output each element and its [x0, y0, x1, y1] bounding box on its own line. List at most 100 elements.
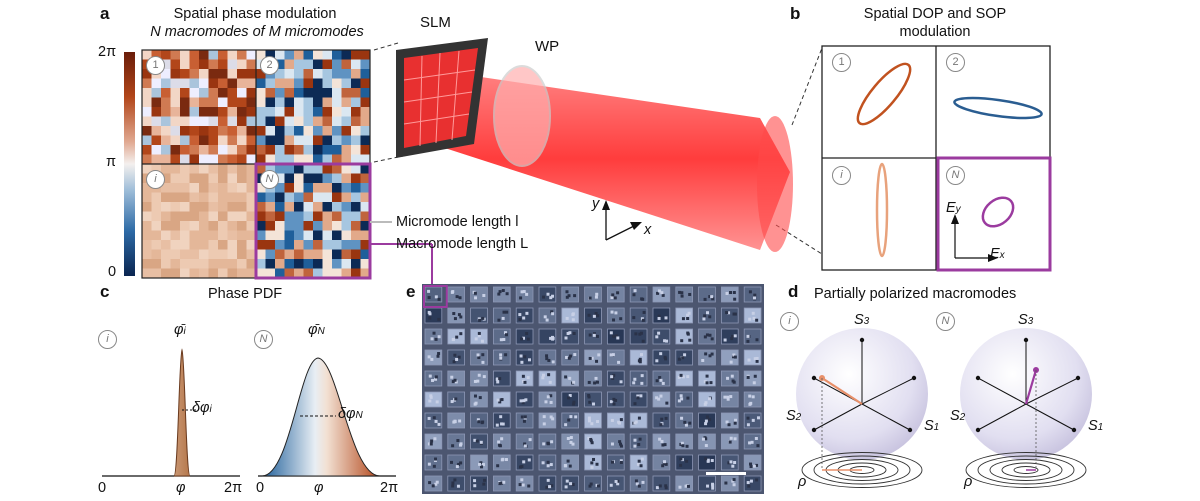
phase-cell	[199, 116, 209, 127]
phase-cell	[208, 173, 219, 184]
phase-cell	[151, 202, 162, 212]
phase-cell	[332, 249, 342, 260]
phase-cell	[246, 69, 257, 79]
phase-cell	[256, 135, 266, 146]
phase-cell	[161, 183, 171, 193]
phase-cell	[189, 202, 200, 212]
phase-cell	[208, 116, 219, 127]
phase-cell	[322, 230, 333, 241]
phase-cell	[161, 135, 171, 146]
phase-cell	[351, 78, 361, 89]
phase-cell	[332, 50, 342, 60]
phase-cell	[161, 97, 171, 108]
phase-cell	[218, 164, 228, 174]
s1-label-right: S1	[1088, 418, 1104, 434]
phase-cell	[275, 154, 285, 165]
slm-label: SLM	[420, 14, 451, 31]
phase-cell	[341, 259, 352, 269]
phase-cell	[313, 230, 323, 241]
phase-cell	[142, 50, 152, 60]
phase-cell	[227, 221, 238, 231]
phase-cell	[170, 221, 181, 231]
phase-cell	[208, 88, 219, 98]
phase-cell	[170, 88, 181, 98]
panel-d-label: d	[788, 282, 799, 301]
phase-cell	[303, 249, 314, 260]
phase-cell	[351, 126, 361, 136]
phase-cell	[208, 221, 219, 231]
phase-cell	[303, 88, 314, 98]
phase-cell	[332, 154, 342, 165]
phase-cell	[332, 240, 342, 250]
pdf-x-zero-right: 0	[256, 480, 265, 496]
micro-tile	[424, 454, 443, 471]
phase-cell	[360, 78, 371, 89]
phase-cell	[189, 259, 200, 269]
phase-cell	[360, 259, 371, 269]
wp-label: WP	[535, 38, 560, 55]
phase-cell	[313, 135, 323, 146]
phase-cell	[208, 202, 219, 212]
phase-cell	[341, 88, 352, 98]
phase-cell	[199, 107, 209, 117]
phase-cell	[265, 116, 276, 127]
phase-cell	[142, 135, 152, 146]
phase-cell	[199, 240, 209, 250]
phase-cell	[284, 268, 295, 279]
phase-cell	[180, 259, 190, 269]
phase-cell	[208, 107, 219, 117]
phase-cell	[351, 88, 361, 98]
phase-cell	[351, 116, 361, 127]
pol-cell-i-badge: i	[832, 166, 851, 185]
phase-cell	[265, 211, 276, 222]
phase-cell	[180, 50, 190, 60]
phase-cell	[208, 259, 219, 269]
phase-cell	[218, 88, 228, 98]
phase-cell	[256, 50, 266, 60]
phase-cell	[246, 88, 257, 98]
phase-cell	[218, 259, 228, 269]
phase-cell	[151, 116, 162, 127]
phase-cell	[360, 116, 371, 127]
phase-cell	[294, 145, 304, 155]
phase-cell	[227, 202, 238, 212]
phase-cell	[322, 192, 333, 203]
phase-cell	[142, 259, 152, 269]
phase-cell	[265, 192, 276, 203]
phase-cell	[284, 107, 295, 117]
axis-x-label: x	[644, 222, 652, 238]
phase-cell	[360, 173, 371, 184]
phase-cell	[189, 164, 200, 174]
phase-cell	[294, 202, 304, 212]
phase-cell	[189, 88, 200, 98]
phase-cell	[275, 145, 285, 155]
phase-cell	[332, 202, 342, 212]
phase-cell	[313, 154, 323, 165]
phase-cell	[237, 240, 247, 250]
phase-cell	[265, 145, 276, 155]
phase-cell	[360, 50, 371, 60]
phase-cell	[275, 211, 285, 222]
phase-cell	[161, 164, 171, 174]
phase-cell	[332, 221, 342, 231]
panel-a-title-1: Spatial phase modulation	[173, 6, 337, 22]
phase-cell	[208, 154, 219, 165]
phase-cell	[256, 145, 266, 155]
phase-cell	[180, 154, 190, 165]
phase-cell	[256, 192, 266, 203]
phase-cell	[227, 192, 238, 203]
phase-cell	[180, 69, 190, 79]
phase-cell	[256, 240, 266, 250]
phase-cell	[246, 135, 257, 146]
phase-cell	[170, 126, 181, 136]
phase-cell	[265, 268, 276, 279]
phase-cell	[199, 97, 209, 108]
phase-cell	[142, 192, 152, 203]
phase-cell	[275, 192, 285, 203]
phase-cell	[237, 268, 247, 279]
phase-cell	[351, 164, 361, 174]
waveplate	[493, 65, 551, 167]
phase-cell	[237, 221, 247, 231]
micro-tile	[652, 454, 671, 471]
